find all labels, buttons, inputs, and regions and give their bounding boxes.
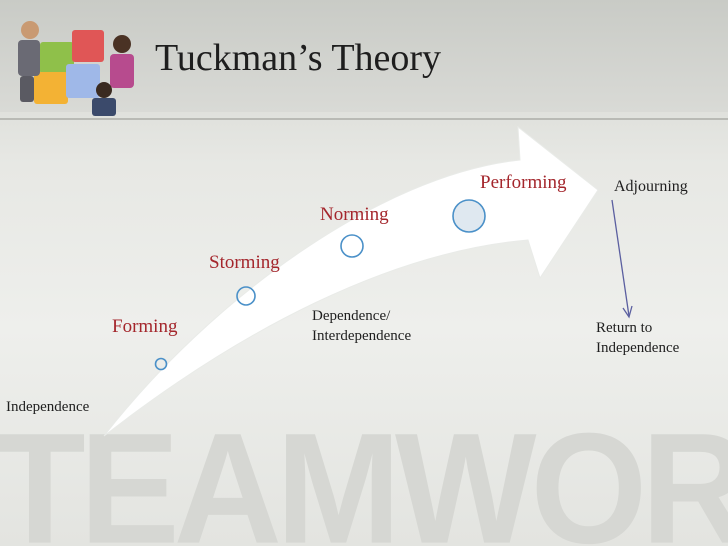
header-divider [0,118,728,120]
stage-norming: Norming [320,204,389,225]
note-return: Return to Independence [596,318,679,358]
forming-node [154,357,168,371]
stage-storming: Storming [209,252,280,273]
storming-node [236,286,256,306]
adjourning-connector [611,199,633,319]
slide-title: Tuckman’s Theory [155,37,442,79]
note-dependence: Dependence/ Interdependence [312,306,411,346]
note-independence: Independence [6,399,90,415]
norming-node [340,234,364,258]
stage-forming: Forming [112,316,178,337]
note-return-line2: Independence [596,340,680,356]
note-return-line1: Return to [596,320,653,336]
teamwork-puzzle-icon [18,21,134,116]
stage-performing: Performing [480,172,567,193]
note-dependence-line1: Dependence/ [312,308,391,324]
performing-node [452,199,486,233]
teamwork-watermark: TEAMWORK [0,399,728,546]
stage-adjourning: Adjourning [614,178,688,195]
note-dependence-line2: Interdependence [312,328,412,344]
